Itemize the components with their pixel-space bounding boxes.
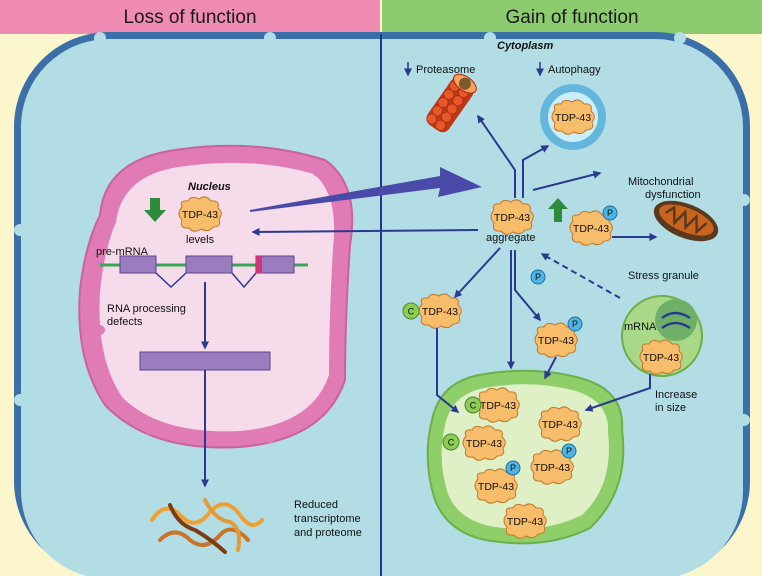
svg-text:TDP-43: TDP-43	[466, 438, 502, 450]
mito-label-1: Mitochondrial	[628, 176, 693, 188]
cytoplasm-label: Cytoplasm	[497, 40, 553, 52]
autophagosome-tdp43: TDP-43	[551, 99, 595, 135]
agg-phospho-1: P	[561, 443, 577, 459]
phospho-badge-arrow: P	[530, 269, 546, 285]
svg-text:TDP-43: TDP-43	[534, 462, 570, 474]
aggregate-tdp43: TDP-43	[490, 199, 534, 235]
arrow-to-proteasome	[477, 114, 516, 198]
splice-junction-1	[155, 272, 187, 289]
phospho-badge-mid: P	[567, 316, 583, 332]
mitochondrion-icon	[653, 200, 719, 242]
svg-text:P: P	[510, 463, 516, 473]
autophagy-label: Autophagy	[548, 64, 601, 76]
defective-mrna	[139, 351, 271, 371]
proteasome-label: Proteasome	[416, 64, 475, 76]
nuclear-pores	[95, 153, 343, 443]
proteasome-icon	[426, 73, 477, 133]
phospho-tdp43-mid: TDP-43	[534, 322, 578, 358]
wedge-arrow-to-aggregate	[250, 167, 482, 212]
stress-granule-core	[655, 299, 697, 341]
svg-text:TDP-43: TDP-43	[182, 209, 218, 221]
agg-cleaved-1: C	[464, 396, 482, 414]
mito-label-2: dysfunction	[645, 189, 701, 201]
rna-strands-icon	[150, 498, 264, 554]
aggregate-label: aggregate	[486, 232, 536, 244]
svg-text:TDP-43: TDP-43	[643, 352, 679, 364]
reduced-label-3: and proteome	[294, 527, 362, 539]
svg-text:TDP-43: TDP-43	[542, 419, 578, 431]
agg-cleaved-2: C	[442, 433, 460, 451]
arrow-to-nucleus	[251, 227, 479, 236]
arrow-to-autophagy	[522, 145, 550, 198]
splice-junction-2	[231, 272, 257, 289]
agg-tdp43-3: TDP-43	[462, 425, 506, 461]
exon-1	[119, 255, 157, 274]
pre-mrna-label: pre-mRNA	[96, 246, 149, 258]
granule-mrna-2	[661, 321, 691, 330]
arrow-to-phospho	[514, 250, 541, 322]
gain-banner	[382, 0, 762, 34]
agg-tdp43-5: TDP-43	[474, 468, 518, 504]
nuclear-tdp43: TDP-43	[178, 196, 222, 232]
loss-banner-title: Loss of function	[123, 7, 256, 28]
granule-tdp43: TDP-43	[639, 339, 683, 375]
arrow-phospho-to-body	[544, 356, 557, 380]
exon-2	[185, 255, 233, 274]
agg-tdp43-2: TDP-43	[538, 406, 582, 442]
svg-text:TDP-43: TDP-43	[507, 516, 543, 528]
svg-text:TDP-43: TDP-43	[480, 400, 516, 412]
svg-text:P: P	[535, 272, 541, 282]
arrow-cleaved-to-body	[436, 328, 460, 413]
svg-text:P: P	[572, 319, 578, 329]
cleaved-tdp43-left: TDP-43	[418, 293, 462, 329]
pathway-arrows	[251, 114, 658, 413]
agg-phospho-2: P	[505, 460, 521, 476]
svg-text:TDP-43: TDP-43	[573, 223, 609, 235]
rna-processing-label-1: RNA processing	[107, 303, 186, 315]
membrane-notches	[14, 32, 750, 426]
levels-label: levels	[186, 234, 215, 246]
increase-label-1: Increase	[655, 389, 697, 401]
reduced-label-1: Reduced	[294, 499, 338, 511]
svg-text:TDP-43: TDP-43	[494, 212, 530, 224]
svg-text:TDP-43: TDP-43	[478, 481, 514, 493]
svg-text:C: C	[408, 307, 415, 317]
agg-tdp43-1: TDP-43	[476, 387, 520, 423]
svg-text:P: P	[607, 208, 613, 218]
phospho-badge-upper: P	[602, 205, 618, 221]
svg-text:C: C	[470, 401, 477, 411]
svg-text:TDP-43: TDP-43	[422, 306, 458, 318]
granule-mrna-1	[661, 311, 691, 320]
svg-text:TDP-43: TDP-43	[538, 335, 574, 347]
gain-banner-title: Gain of function	[505, 7, 638, 28]
svg-text:TDP-43: TDP-43	[555, 112, 591, 124]
cleaved-badge-left: C	[402, 302, 420, 320]
arrow-to-mito-label	[532, 170, 602, 191]
svg-text:P: P	[566, 446, 572, 456]
increase-arrow-icon	[548, 198, 568, 222]
phospho-tdp43-upper: TDP-43	[569, 210, 613, 246]
cryptic-exon	[256, 256, 262, 273]
increase-label-2: in size	[655, 402, 686, 414]
loss-banner	[0, 0, 380, 34]
svg-text:C: C	[448, 438, 455, 448]
stress-granule-label: Stress granule	[628, 270, 699, 282]
granule-mrna-label: mRNA	[624, 321, 657, 333]
arrow-granule-to-body	[584, 374, 651, 412]
decrease-arrow-icon	[144, 198, 166, 222]
agg-tdp43-4: TDP-43	[530, 449, 574, 485]
nucleus-label: Nucleus	[188, 181, 231, 193]
arrow-to-cleaved	[453, 247, 501, 299]
reduced-label-2: transcriptome	[294, 513, 361, 525]
rna-processing-label-2: defects	[107, 316, 143, 328]
agg-tdp43-6: TDP-43	[503, 503, 547, 539]
arrow-granule-to-aggregate	[540, 253, 621, 299]
